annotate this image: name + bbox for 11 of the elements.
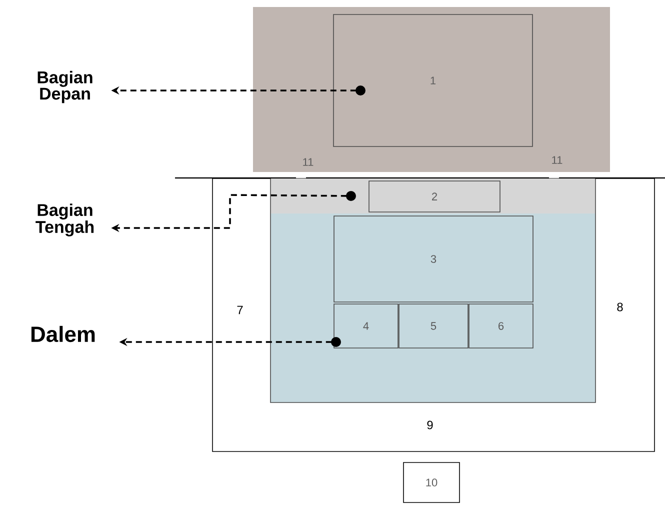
room-box: 6 <box>468 304 534 348</box>
room-box: 1 <box>333 14 533 147</box>
room-box: 10 <box>403 462 460 503</box>
door-number: 11 <box>303 158 314 166</box>
room-box: 4 <box>334 304 398 348</box>
room-box: 5 <box>398 304 468 348</box>
side-label: Bagian Depan <box>38 70 92 104</box>
room-box: 2 <box>368 180 500 212</box>
side-label: Dalem <box>31 326 95 342</box>
door-number: 11 <box>552 156 562 164</box>
side-label: Bagian Tengah <box>36 204 94 236</box>
